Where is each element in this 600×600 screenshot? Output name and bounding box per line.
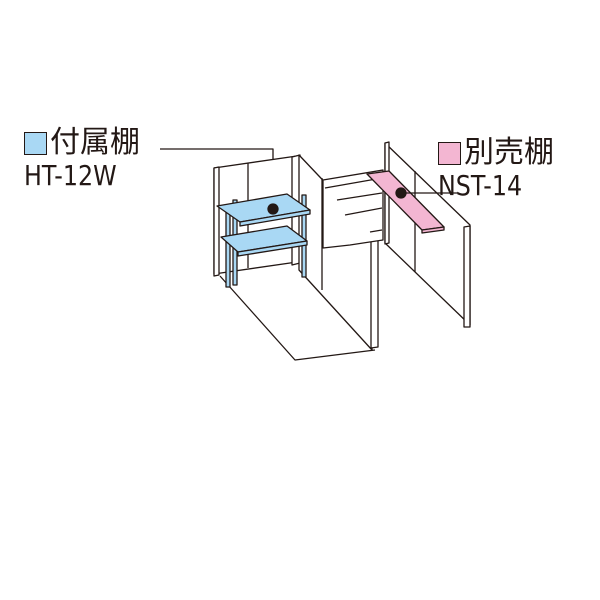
blue-swatch-icon — [24, 131, 47, 155]
pink-swatch-icon — [438, 141, 461, 165]
left-unit-floor — [219, 275, 376, 361]
right-unit-back — [322, 169, 384, 249]
leader-line-right — [395, 187, 458, 199]
right-unit-side-wall — [384, 141, 471, 328]
sold-separately-shelf-nst14 — [366, 170, 445, 234]
legend-sold-separately-shelf: 別売棚 NST-14 — [438, 138, 554, 200]
included-shelf-ht12w — [216, 193, 311, 288]
legend-included-shelf: 付属棚 HT-12W — [24, 128, 140, 190]
sold-separately-shelf-code: NST-14 — [438, 169, 523, 202]
included-shelf-code: HT-12W — [24, 159, 117, 192]
included-shelf-label: 付属棚 — [50, 125, 140, 160]
sold-separately-shelf-label: 別売棚 — [464, 135, 554, 170]
